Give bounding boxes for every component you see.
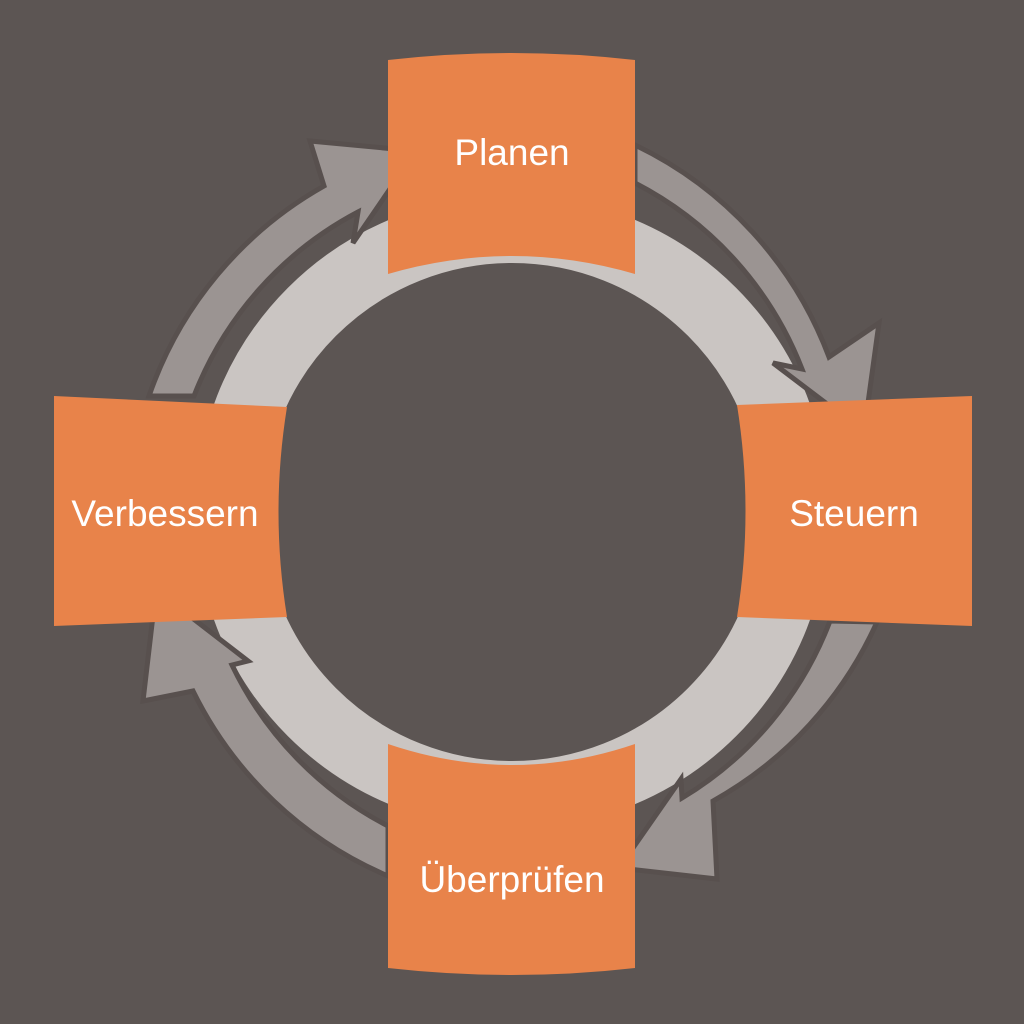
stage-label-planen: Planen <box>454 132 569 173</box>
stage-label-verbessern: Verbessern <box>71 493 258 534</box>
flow-arrows <box>140 138 883 882</box>
stage-box-verbessern: Verbessern <box>54 396 287 626</box>
stage-box-planen-shape <box>388 53 635 274</box>
stage-box-ueberpruefen: Überprüfen <box>388 744 635 975</box>
stage-label-ueberpruefen: Überprüfen <box>419 859 604 900</box>
flow-arrow-ueberpruefen-verbessern <box>140 585 391 880</box>
stage-box-steuern-shape <box>737 396 972 626</box>
cycle-ring <box>195 195 829 829</box>
stage-box-ueberpruefen-shape <box>388 744 635 975</box>
stage-box-steuern: Steuern <box>737 396 972 626</box>
flow-arrow-steuern-ueberpruefen <box>614 618 881 882</box>
stage-box-planen: Planen <box>388 53 635 274</box>
stage-box-verbessern-shape <box>54 396 287 626</box>
stage-label-steuern: Steuern <box>789 493 919 534</box>
flow-arrow-planen-steuern <box>632 141 883 437</box>
